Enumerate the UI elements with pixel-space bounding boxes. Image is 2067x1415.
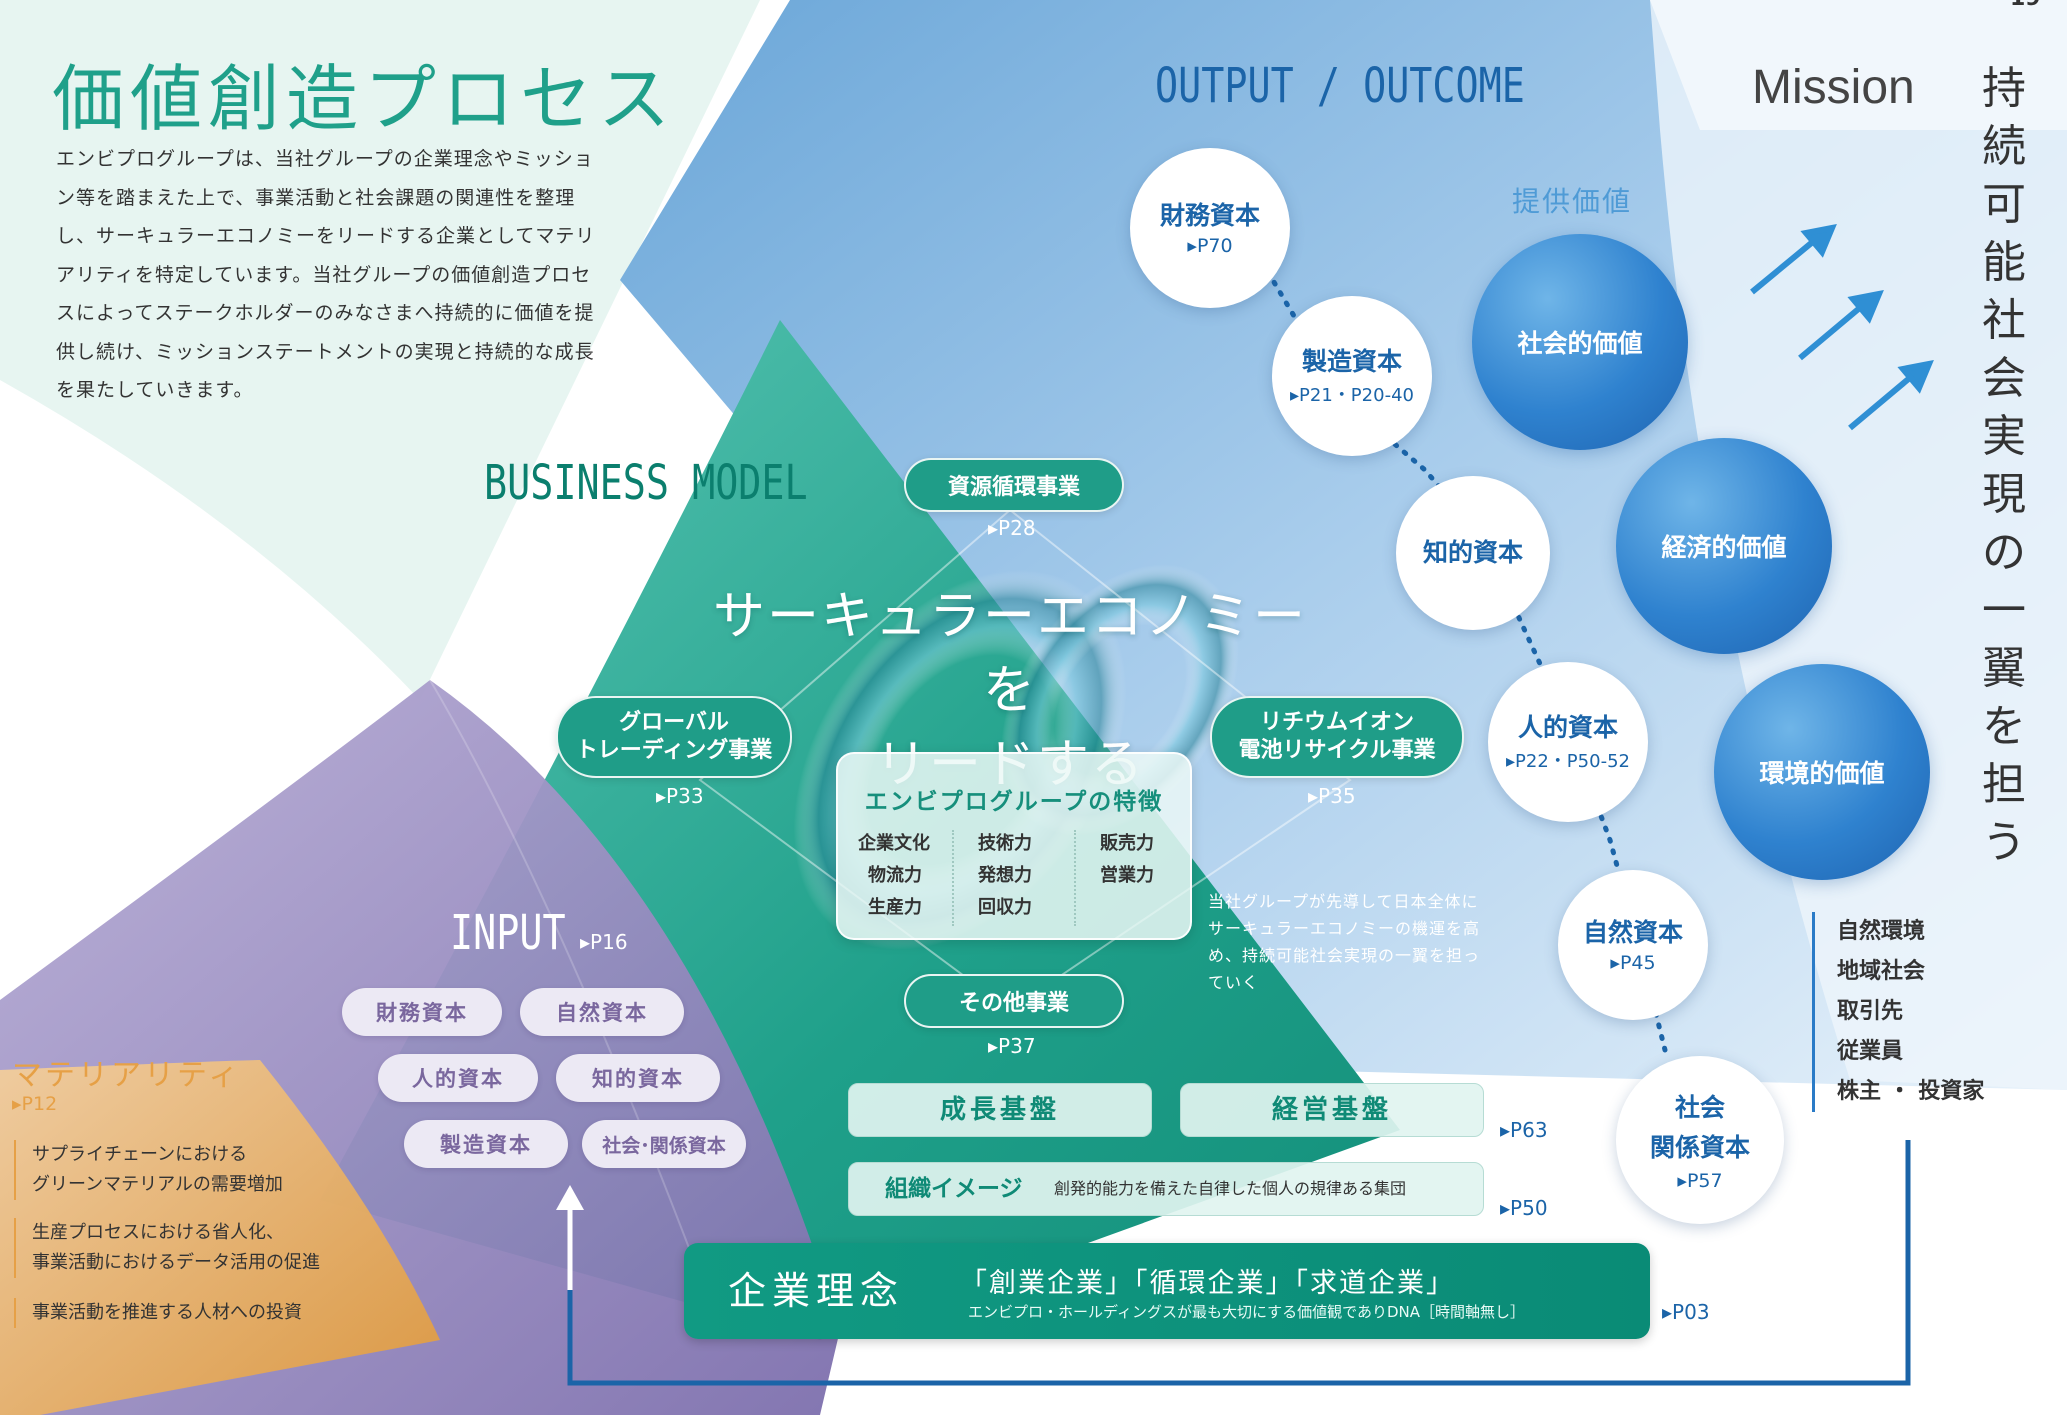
capital-name: 知的資本 xyxy=(1422,538,1523,567)
business-label: その他事業 xyxy=(958,991,1069,1016)
features-box: エンビプログループの特徴 企業文化 物流力 生産力 技術力 発想力 回収力 販売… xyxy=(836,752,1192,940)
intro-text: エンビプログループは、当社グループの企業理念やミッション等を踏まえた上で、事業活… xyxy=(56,148,596,401)
page-number: 19 xyxy=(2010,0,2041,11)
output-capital-manufacturing: 製造資本 ▸P21・P20-40 xyxy=(1272,296,1432,456)
mission-heading: Mission xyxy=(1752,61,1915,114)
stakeholder-item: 取引先 xyxy=(1812,992,1984,1032)
business-ref: ▸P28 xyxy=(988,516,1036,540)
stakeholder-item: 自然環境 xyxy=(1812,912,1984,952)
value-label: 経済的価値 xyxy=(1661,533,1787,562)
capital-ref: ▸P57 xyxy=(1677,1170,1723,1192)
business-lithium-battery: リチウムイオン 電池リサイクル事業 xyxy=(1210,696,1464,778)
capital-name: 人的資本 xyxy=(1517,713,1618,742)
input-ref: ▸P16 xyxy=(580,930,628,954)
output-capital-intellectual: 知的資本 xyxy=(1396,476,1550,630)
capital-ref: ▸P21・P20-40 xyxy=(1290,385,1414,406)
philosophy-ref: ▸P03 xyxy=(1662,1300,1710,1324)
philosophy-sub: エンビプロ・ホールディングスが最も大切にする価値観でありDNA［時間軸無し］ xyxy=(968,1303,1525,1321)
stakeholder-item: 地域社会 xyxy=(1812,952,1984,992)
mission-statement: 持続可能社会実現の一翼を担う xyxy=(1982,63,2026,868)
feature-divider xyxy=(952,830,954,926)
capital-ref: ▸P70 xyxy=(1187,235,1233,257)
output-heading: OUTPUT / OUTCOME xyxy=(1155,58,1525,114)
feature-item: 営業力 xyxy=(1100,865,1154,886)
management-base: 経営基盤 xyxy=(1180,1083,1484,1137)
stakeholder-item: 株主 ・ 投資家 xyxy=(1812,1072,1984,1112)
input-heading: INPUT xyxy=(450,905,566,961)
value-environmental: 環境的価値 xyxy=(1714,664,1930,880)
capital-name: 社会 関係資本 xyxy=(1649,1093,1750,1162)
business-ref: ▸P33 xyxy=(656,784,704,808)
business-global-trading: グローバル トレーディング事業 xyxy=(556,696,792,778)
feature-item: 技術力 xyxy=(978,833,1032,854)
feature-item: 発想力 xyxy=(978,865,1032,886)
output-capital-human: 人的資本 ▸P22・P50-52 xyxy=(1488,662,1648,822)
output-capital-financial: 財務資本 ▸P70 xyxy=(1130,148,1290,308)
value-label: 社会的価値 xyxy=(1517,329,1643,358)
value-economic: 経済的価値 xyxy=(1616,438,1832,654)
business-label: リチウムイオン 電池リサイクル事業 xyxy=(1238,710,1436,763)
feature-item: 物流力 xyxy=(868,865,922,886)
org-image: 組織イメージ 創発的能力を備えた自律した個人の規律ある集団 xyxy=(848,1162,1484,1216)
business-ref: ▸P37 xyxy=(988,1034,1036,1058)
feature-divider xyxy=(1074,830,1076,926)
business-ref: ▸P35 xyxy=(1308,784,1356,808)
capital-name: 財務資本 xyxy=(1159,201,1260,230)
features-column: 販売力 営業力 xyxy=(1100,828,1200,892)
features-title: エンビプログループの特徴 xyxy=(864,789,1164,815)
business-resource-recycling: 資源循環事業 xyxy=(904,458,1124,512)
business-label: 資源循環事業 xyxy=(947,475,1080,500)
materiality-item: 生産プロセスにおける省人化、 事業活動におけるデータ活用の促進 xyxy=(14,1218,320,1278)
capital-ref: ▸P45 xyxy=(1610,952,1656,974)
input-capital: 自然資本 xyxy=(520,988,684,1036)
provided-value-label: 提供価値 xyxy=(1512,185,1633,218)
features-column: 技術力 発想力 回収力 xyxy=(978,828,1078,924)
materiality-item: サプライチェーンにおける グリーンマテリアルの需要増加 xyxy=(14,1140,283,1200)
business-label: グローバル トレーディング事業 xyxy=(575,710,773,763)
materiality-title: マテリアリティ xyxy=(12,1058,242,1093)
philosophy-label: 企業理念 xyxy=(728,1269,905,1313)
output-capital-social: 社会 関係資本 ▸P57 xyxy=(1616,1056,1784,1224)
management-base-label: 経営基盤 xyxy=(1271,1095,1392,1125)
feature-item: 企業文化 xyxy=(858,833,930,854)
corporate-philosophy: 企業理念 「創業企業」「循環企業」「求道企業」 エンビプロ・ホールディングスが最… xyxy=(684,1243,1650,1339)
base-ref: ▸P63 xyxy=(1500,1118,1548,1142)
slogan-line: サーキュラーエコノミーを xyxy=(712,587,1307,721)
features-column: 企業文化 物流力 生産力 xyxy=(858,828,958,924)
value-social: 社会的価値 xyxy=(1472,234,1688,450)
page-title: 価値創造プロセス xyxy=(52,57,677,141)
input-capital: 製造資本 xyxy=(404,1120,568,1168)
capital-name: 製造資本 xyxy=(1301,347,1402,376)
input-capital: 財務資本 xyxy=(342,988,502,1036)
input-capital: 社会･関係資本 xyxy=(582,1120,746,1168)
capital-name: 自然資本 xyxy=(1582,918,1683,947)
org-ref: ▸P50 xyxy=(1500,1196,1548,1220)
output-capital-natural: 自然資本 ▸P45 xyxy=(1558,870,1708,1020)
feature-item: 販売力 xyxy=(1100,833,1154,854)
growth-base-label: 成長基盤 xyxy=(939,1095,1060,1125)
capital-ref: ▸P22・P50-52 xyxy=(1506,751,1630,772)
feature-item: 生産力 xyxy=(868,897,922,918)
stakeholder-list: 自然環境 地域社会 取引先 従業員 株主 ・ 投資家 xyxy=(1812,912,1984,1112)
growth-base: 成長基盤 xyxy=(848,1083,1152,1137)
business-other: その他事業 xyxy=(904,974,1124,1028)
philosophy-main: 「創業企業」「循環企業」「求道企業」 xyxy=(960,1268,1455,1299)
org-image-text: 創発的能力を備えた自律した個人の規律ある集団 xyxy=(1054,1179,1407,1198)
input-capital: 知的資本 xyxy=(556,1054,720,1102)
feature-item: 回収力 xyxy=(978,897,1032,918)
materiality-item: 事業活動を推進する人材への投資 xyxy=(14,1298,302,1328)
materiality-ref: ▸P12 xyxy=(12,1093,58,1115)
business-model-heading: BUSINESS MODEL xyxy=(484,455,808,511)
input-capital: 人的資本 xyxy=(378,1054,538,1102)
business-note: 当社グループが先導して日本全体にサーキュラーエコノミーの機運を高め、持続可能社会… xyxy=(1208,892,1481,992)
value-label: 環境的価値 xyxy=(1759,759,1885,788)
stakeholder-item: 従業員 xyxy=(1812,1032,1984,1072)
org-image-label: 組織イメージ xyxy=(885,1176,1023,1202)
